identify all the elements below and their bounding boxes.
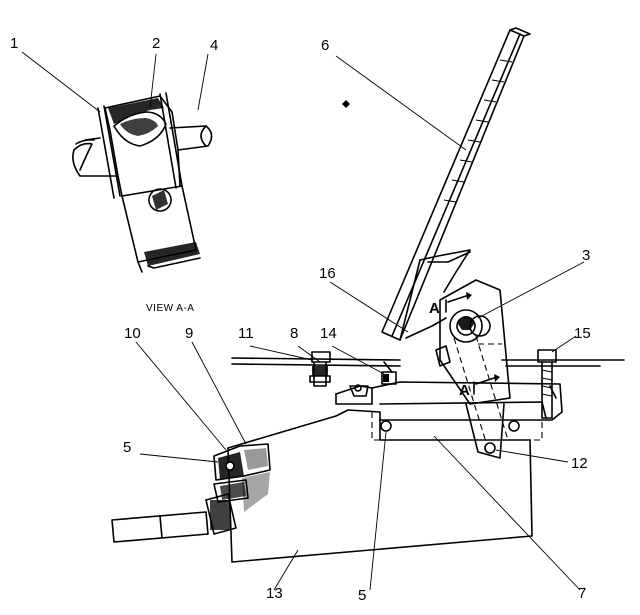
callout-2: 2 [152, 35, 161, 52]
callout-3: 3 [582, 247, 591, 264]
view-a-a-detail [72, 92, 213, 273]
callout-8: 8 [290, 325, 299, 342]
callout-10: 10 [124, 325, 141, 342]
leader-lines [21, 51, 585, 591]
callout-5-left: 5 [123, 439, 132, 456]
callout-1: 1 [10, 35, 19, 52]
callout-12: 12 [571, 455, 588, 472]
callout-11: 11 [238, 325, 254, 342]
callout-14: 14 [320, 325, 337, 342]
view-caption: VIEW A-A [146, 303, 195, 314]
callout-4: 4 [210, 37, 219, 54]
pedal-assembly [111, 27, 625, 563]
callout-13: 13 [266, 585, 283, 602]
callout-16: 16 [319, 265, 336, 282]
section-mark-a-lower: A [459, 382, 470, 399]
callout-15: 15 [574, 325, 591, 342]
callout-7: 7 [578, 585, 587, 602]
callout-6: 6 [321, 37, 330, 54]
callout-9: 9 [185, 325, 194, 342]
callout-5-bottom: 5 [358, 587, 367, 604]
section-mark-a-upper: A [429, 300, 440, 317]
